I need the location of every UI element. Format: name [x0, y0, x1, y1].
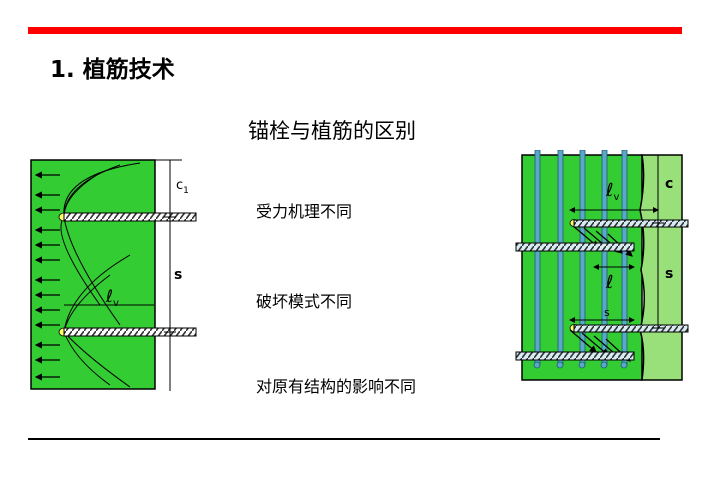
rebar-ends	[533, 361, 628, 369]
page-heading: 1. 植筋技术	[50, 50, 175, 84]
existing-bar-upper	[515, 242, 635, 252]
anchor-bar-lower	[63, 327, 197, 337]
new-concrete-layer	[639, 154, 683, 381]
anchor-force-diagram: c1 s ℓv	[30, 159, 197, 391]
slide-subtitle: 锚栓与植筋的区别	[248, 119, 416, 143]
label-lv: ℓv	[105, 287, 119, 309]
difference-item-failure-mode: 破坏模式不同	[256, 292, 353, 311]
stress-lines-lower	[63, 254, 131, 388]
label-c-right: c	[665, 176, 673, 192]
force-arrows	[34, 171, 60, 381]
heading-title: 植筋技术	[82, 57, 175, 83]
label-lv-right: ℓv	[605, 180, 619, 203]
title-accent-bar	[28, 27, 682, 34]
heading-number: 1.	[50, 57, 75, 83]
footer-divider	[28, 438, 660, 440]
planted-bar-upper	[573, 219, 689, 228]
difference-item-structure-impact: 对原有结构的影响不同	[256, 377, 417, 396]
concrete-block	[30, 159, 156, 390]
stress-lines-upper	[60, 162, 141, 326]
existing-bar-lower	[515, 351, 635, 361]
label-s-right: s	[665, 266, 673, 282]
label-c1: c1	[176, 178, 189, 196]
planted-bar-lower	[573, 324, 689, 333]
difference-item-mechanism: 受力机理不同	[256, 202, 353, 221]
label-s-small-right: s	[604, 306, 610, 319]
label-l-right: ℓ	[605, 272, 613, 293]
rebar-anchorage-diagram: ℓv ℓ s c s	[515, 150, 689, 381]
label-s: s	[174, 267, 182, 283]
anchor-bar-upper	[63, 212, 197, 222]
